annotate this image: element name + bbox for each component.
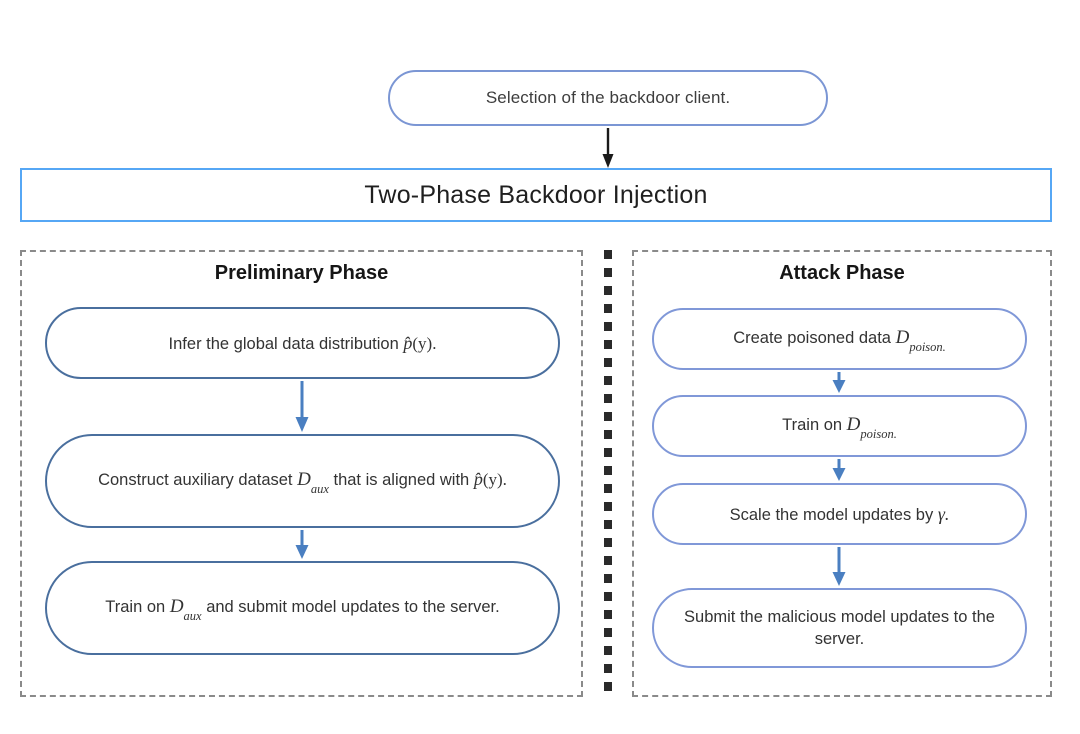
banner-two-phase-backdoor-injection: Two-Phase Backdoor Injection [20, 168, 1052, 222]
node-selection-backdoor-client-label: Selection of the backdoor client. [485, 88, 731, 107]
math-y-arg: (y). [412, 333, 437, 353]
math-p-hat: p̂ [403, 332, 413, 353]
arrow-attack-2-to-3-icon [832, 459, 846, 481]
text-fragment: Infer the global data distribution [168, 334, 404, 353]
math-D: D [297, 469, 311, 491]
arrow-prelim-2-to-3-icon [295, 530, 309, 559]
arrow-top-to-banner-icon [602, 128, 614, 168]
node-train-aux-submit-label: Train on Daux and submit model updates t… [105, 594, 500, 623]
math-gamma: γ. [937, 503, 950, 524]
math-sub-poison: poison. [909, 339, 946, 354]
arrow-attack-3-to-4-icon [832, 547, 846, 586]
node-create-poisoned-data-label: Create poisoned data Dpoison. [733, 325, 946, 354]
text-fragment: Create poisoned data [733, 329, 896, 348]
node-selection-backdoor-client: Selection of the backdoor client. [388, 70, 828, 126]
text-fragment: that is aligned with [328, 471, 474, 490]
text-fragment: Construct auxiliary dataset [98, 471, 298, 490]
node-construct-auxiliary: Construct auxiliary dataset Daux that is… [45, 434, 560, 528]
text-fragment: Scale the model updates by [729, 505, 938, 524]
node-submit-malicious: Submit the malicious model updates to th… [652, 588, 1027, 668]
panel-preliminary-phase-title: Preliminary Phase [214, 262, 389, 284]
node-create-poisoned-data: Create poisoned data Dpoison. [652, 308, 1027, 370]
node-scale-updates: Scale the model updates by γ. [652, 483, 1027, 545]
panel-attack-phase-title: Attack Phase [779, 262, 905, 284]
math-D: D [846, 414, 861, 436]
math-p-hat: p̂ [473, 469, 483, 490]
node-infer-distribution: Infer the global data distribution p̂(y)… [45, 307, 560, 379]
math-y-arg: (y). [482, 470, 507, 490]
math-sub-poison: poison. [860, 426, 897, 441]
arrow-attack-1-to-2-icon [832, 372, 846, 393]
node-infer-distribution-label: Infer the global data distribution p̂(y)… [169, 331, 437, 356]
node-scale-updates-label: Scale the model updates by γ. [730, 502, 950, 526]
text-fragment: and submit model updates to the server. [201, 598, 500, 617]
node-construct-auxiliary-label: Construct auxiliary dataset Daux that is… [98, 467, 507, 496]
panel-attack-phase: Attack Phase [632, 250, 1052, 697]
math-D: D [169, 596, 184, 618]
banner-label: Two-Phase Backdoor Injection [364, 180, 708, 209]
node-train-poison: Train on Dpoison. [652, 395, 1027, 457]
math-D: D [895, 327, 910, 349]
math-sub-aux: aux [183, 608, 202, 623]
node-train-aux-submit: Train on Daux and submit model updates t… [45, 561, 560, 655]
math-sub-aux: aux [310, 481, 329, 496]
node-submit-malicious-label: Submit the malicious model updates to th… [684, 607, 995, 648]
panel-divider [604, 250, 612, 697]
panel-preliminary-phase: Preliminary Phase [20, 250, 583, 697]
arrow-prelim-1-to-2-icon [295, 381, 309, 432]
text-fragment: Train on [782, 416, 847, 435]
text-fragment: Train on [105, 598, 170, 617]
node-train-poison-label: Train on Dpoison. [782, 412, 897, 441]
